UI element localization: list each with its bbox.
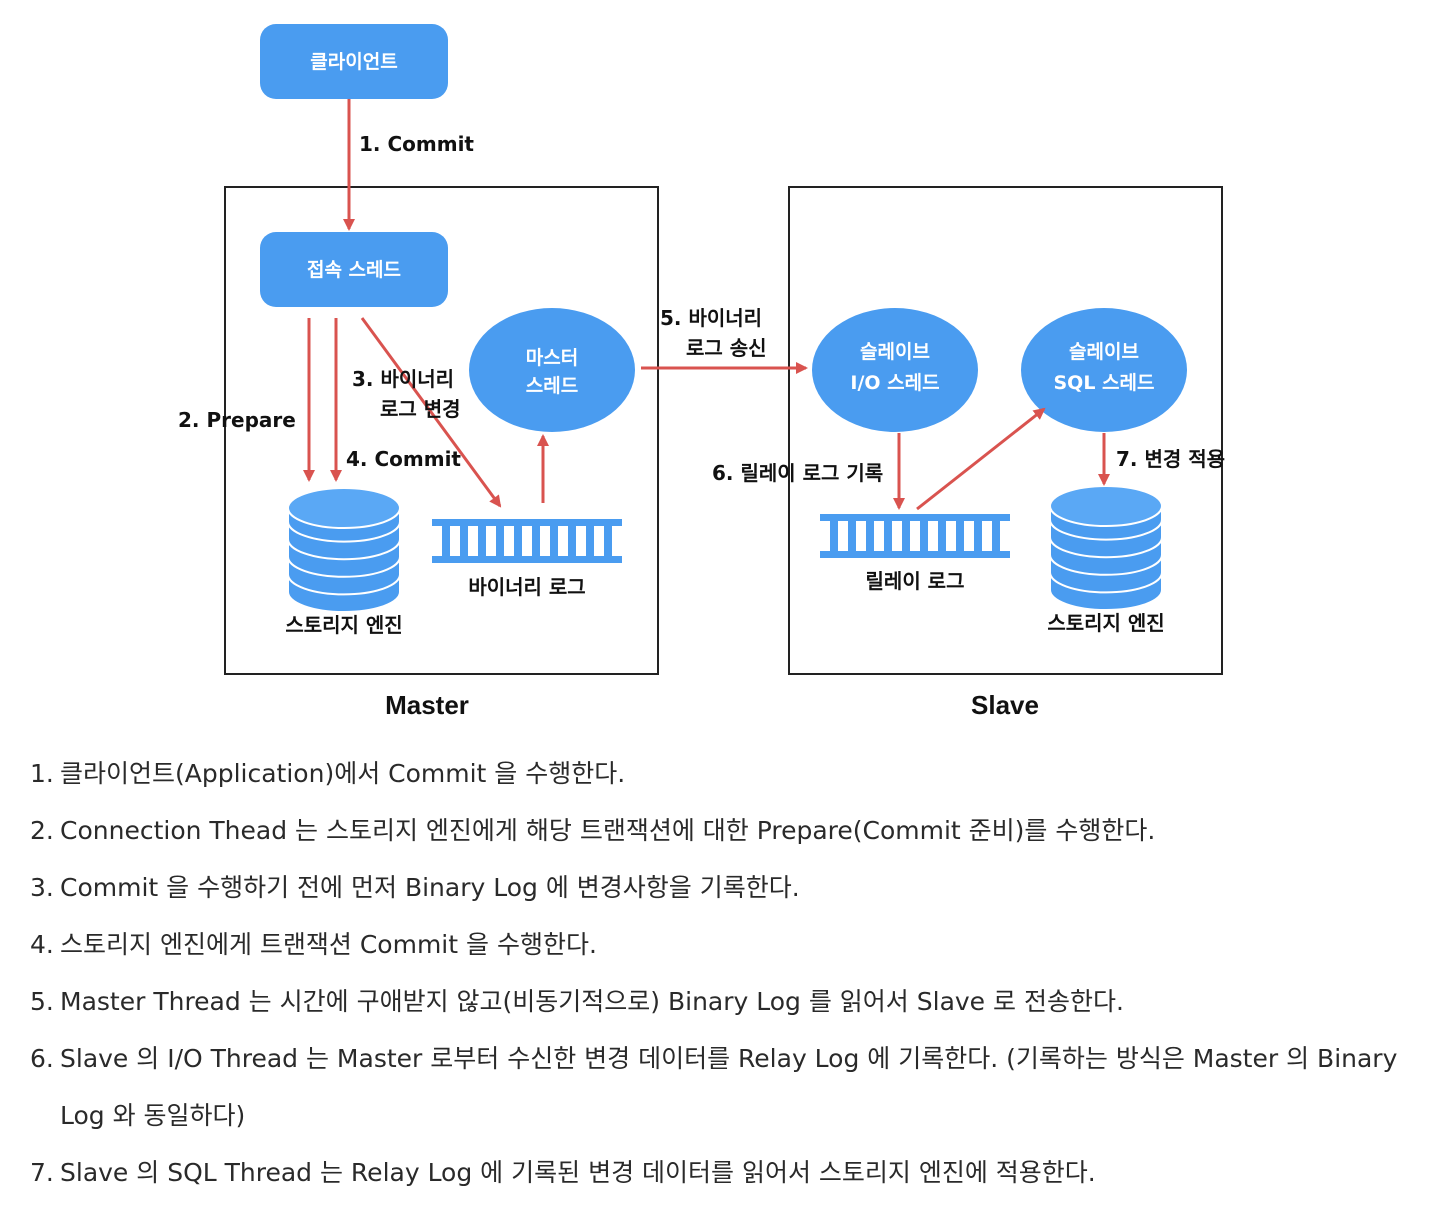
- connection-thread-node: 접속 스레드: [260, 232, 448, 307]
- step-text: Slave 의 I/O Thread 는 Master 로부터 수신한 변경 데…: [60, 1044, 1398, 1130]
- step-number: 6.: [30, 1044, 54, 1073]
- master-storage-engine-label: 스토리지 엔진: [285, 613, 402, 637]
- step-number: 3.: [30, 873, 54, 902]
- step-number: 4.: [30, 930, 54, 959]
- svg-text:슬레이브: 슬레이브: [860, 341, 930, 363]
- relay-log-label: 릴레이 로그: [866, 569, 965, 593]
- edge-label-send-5a: 5. 바이너리: [660, 306, 762, 330]
- step-text: Slave 의 SQL Thread 는 Relay Log 에 기록된 변경 …: [60, 1158, 1096, 1187]
- slave-storage-engine-label: 스토리지 엔진: [1047, 611, 1164, 635]
- master-thread-node: 마스터 스레드: [469, 308, 635, 432]
- svg-text:스레드: 스레드: [526, 375, 578, 397]
- edge-label-commit-4: 4. Commit: [346, 447, 461, 471]
- master-storage-engine-icon: [287, 487, 401, 613]
- edge-label-prepare-2: 2. Prepare: [178, 408, 296, 432]
- binary-log-label: 바이너리 로그: [468, 575, 585, 599]
- binary-log-icon: [432, 519, 622, 563]
- svg-text:SQL 스레드: SQL 스레드: [1054, 372, 1155, 394]
- slave-storage-engine-icon: [1049, 485, 1163, 611]
- step-item: 4.스토리지 엔진에게 트랜잭션 Commit 을 수행한다.: [30, 916, 1415, 973]
- edge-label-relay-6: 6. 릴레이 로그 기록: [712, 461, 883, 485]
- arrow-relay-to-sql: [916, 407, 1046, 511]
- step-item: 3.Commit 을 수행하기 전에 먼저 Binary Log 에 변경사항을…: [30, 859, 1415, 916]
- svg-text:I/O 스레드: I/O 스레드: [850, 372, 939, 394]
- edge-label-binlog-change-3a: 3. 바이너리: [352, 367, 454, 391]
- step-item: 5.Master Thread 는 시간에 구애받지 않고(비동기적으로) Bi…: [30, 973, 1415, 1030]
- step-text: 클라이언트(Application)에서 Commit 을 수행한다.: [60, 759, 626, 788]
- edge-label-send-5b: 로그 송신: [686, 336, 767, 360]
- step-text: 스토리지 엔진에게 트랜잭션 Commit 을 수행한다.: [60, 930, 597, 959]
- client-node: 클라이언트: [260, 24, 448, 99]
- slave-io-thread-node: 슬레이브 I/O 스레드: [812, 308, 978, 432]
- replication-diagram: 클라이언트 접속 스레드 마스터 스레드 슬레이브 I/O 스레드 슬레이브 S…: [178, 24, 1225, 720]
- svg-text:접속 스레드: 접속 스레드: [307, 259, 401, 281]
- step-number: 7.: [30, 1158, 54, 1187]
- step-item: 2.Connection Thead 는 스토리지 엔진에게 해당 트랜잭션에 …: [30, 802, 1415, 859]
- step-text: Connection Thead 는 스토리지 엔진에게 해당 트랜잭션에 대한…: [60, 816, 1156, 845]
- relay-log-icon: [820, 514, 1010, 558]
- edge-label-commit-1: 1. Commit: [359, 132, 474, 156]
- step-number: 2.: [30, 816, 54, 845]
- steps-list: 1.클라이언트(Application)에서 Commit 을 수행한다. 2.…: [30, 745, 1415, 1201]
- arrow-binlog-change-3: [360, 317, 502, 508]
- step-item: 7.Slave 의 SQL Thread 는 Relay Log 에 기록된 변…: [30, 1144, 1415, 1201]
- step-item: 1.클라이언트(Application)에서 Commit 을 수행한다.: [30, 745, 1415, 802]
- step-item: 6.Slave 의 I/O Thread 는 Master 로부터 수신한 변경…: [30, 1030, 1415, 1144]
- svg-text:마스터: 마스터: [526, 347, 578, 369]
- slave-title: Slave: [971, 690, 1039, 720]
- step-text: Master Thread 는 시간에 구애받지 않고(비동기적으로) Bina…: [60, 987, 1124, 1016]
- svg-text:슬레이브: 슬레이브: [1069, 341, 1139, 363]
- svg-text:클라이언트: 클라이언트: [310, 51, 397, 73]
- edge-label-binlog-change-3b: 로그 변경: [380, 397, 461, 421]
- master-title: Master: [385, 690, 469, 720]
- step-text: Commit 을 수행하기 전에 먼저 Binary Log 에 변경사항을 기…: [60, 873, 800, 902]
- master-box: [224, 186, 659, 675]
- slave-sql-thread-node: 슬레이브 SQL 스레드: [1021, 308, 1187, 432]
- step-number: 1.: [30, 759, 54, 788]
- edge-label-apply-7: 7. 변경 적용: [1116, 447, 1225, 471]
- step-number: 5.: [30, 987, 54, 1016]
- arrows: [303, 99, 1110, 511]
- slave-box: [788, 186, 1223, 675]
